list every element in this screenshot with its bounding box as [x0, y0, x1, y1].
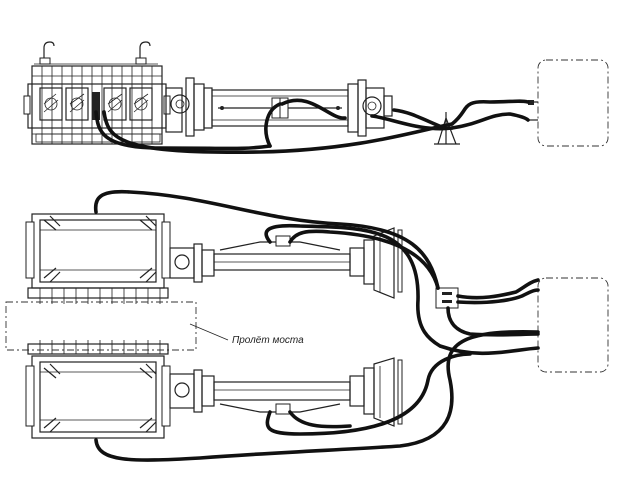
pump-station-lower [537, 277, 609, 373]
strut-lower [169, 357, 403, 427]
span-label: Пролёт моста [232, 335, 304, 346]
flange-left-top [165, 77, 213, 137]
jack-block-lower [25, 340, 171, 439]
lower-assembly: Пролёт моста [5, 189, 609, 462]
strut-top [211, 89, 349, 127]
pump-station-top [528, 59, 609, 147]
flange-right-top [347, 79, 393, 137]
hoses-lower [93, 189, 540, 462]
hoses-top [94, 98, 530, 154]
top-assembly [23, 41, 609, 154]
jack-block-top [23, 65, 171, 145]
bridge-span: Пролёт моста [5, 301, 304, 351]
strut-upper [169, 227, 403, 299]
distribution-block [435, 287, 459, 309]
jack-block-upper [25, 213, 171, 304]
lifting-hooks [34, 41, 158, 65]
